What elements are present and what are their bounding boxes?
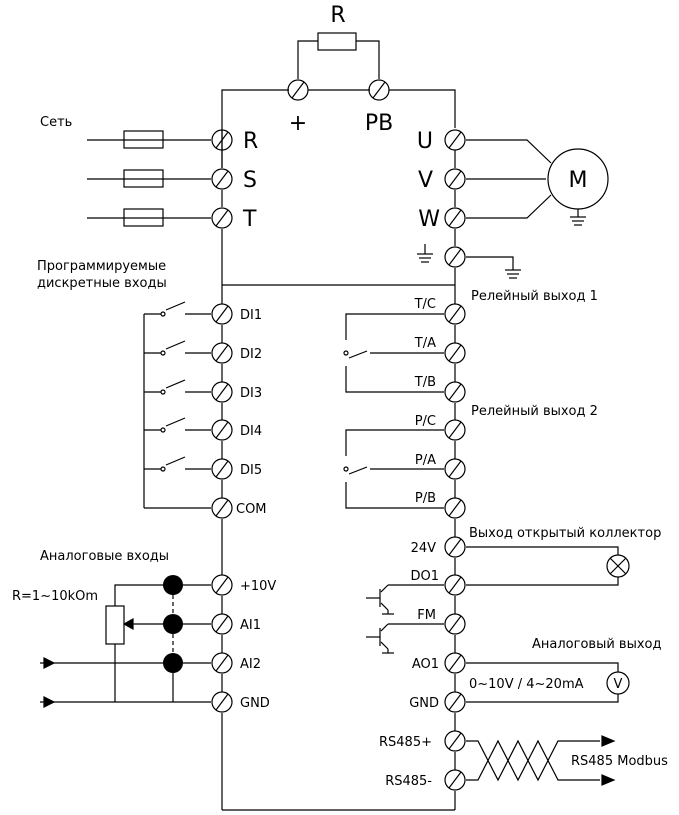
terminal-gnd-right (444, 691, 466, 713)
mains-line-t (87, 207, 233, 229)
twisted-pair (466, 735, 616, 786)
analog-input-ai2 (40, 657, 211, 669)
ao1-label: AO1 (412, 657, 439, 672)
relay2-label: Релейный выход 2 (471, 404, 598, 419)
com-label: COM (236, 502, 267, 517)
pc-label: P/C (415, 414, 436, 429)
transistor-fm (366, 623, 444, 654)
w-output-label: W (418, 207, 440, 232)
rs485-plus-label: RS485+ (379, 735, 432, 750)
u-output-label: U (417, 129, 433, 154)
pa-label: P/A (415, 453, 436, 468)
terminal-ai1 (211, 613, 233, 635)
brake-resistor: R (297, 3, 380, 79)
inverter-body (221, 89, 456, 811)
terminal-10v (211, 574, 233, 596)
prog-inputs-label-2: дискретные входы (37, 276, 167, 291)
transistor-do1 (366, 584, 444, 615)
terminal-di5 (211, 458, 233, 480)
terminal-tb (444, 381, 466, 403)
terminal-w (444, 207, 466, 229)
ai1-label: AI1 (240, 618, 261, 633)
pe-wiring (466, 256, 521, 279)
relay1-wiring (343, 313, 444, 393)
analog-input-gnd (40, 696, 211, 708)
voltmeter-label: V (614, 677, 623, 692)
10v-label: +10V (240, 579, 276, 594)
modbus-label: RS485 Modbus (571, 754, 668, 769)
tb-label: T/B (414, 375, 436, 390)
voltmeter-wiring (466, 662, 630, 703)
di1-label: DI1 (240, 308, 262, 323)
terminal-fm (444, 613, 466, 635)
terminal-pc (444, 419, 466, 441)
do1-label: DO1 (410, 569, 439, 584)
t-input-label: T (242, 207, 257, 232)
terminal-do1 (444, 574, 466, 596)
di2-label: DI2 (240, 347, 262, 362)
terminal-tc (444, 303, 466, 325)
prog-inputs-label-1: Программируемые (37, 259, 166, 274)
gnd-right-label: GND (409, 696, 439, 711)
analog-output-label: Аналоговый выход (532, 637, 661, 652)
terminal-ai2 (211, 652, 233, 674)
s-input-label: S (243, 168, 257, 193)
r-input-label: R (243, 129, 258, 154)
digital-inputs-wiring (143, 301, 211, 509)
relay1-label: Релейный выход 1 (471, 289, 598, 304)
terminal-pe (444, 246, 466, 268)
v-output-label: V (418, 168, 433, 193)
ai2-label: AI2 (240, 657, 261, 672)
terminal-com (211, 497, 233, 519)
terminal-gnd-left (211, 691, 233, 713)
24v-label: 24V (411, 541, 437, 556)
mains-line-s (87, 168, 233, 190)
ao-range-label: 0~10V / 4~20mA (469, 677, 584, 692)
open-collector-label: Выход открытый коллектор (469, 526, 661, 541)
terminal-pb-relay (444, 497, 466, 519)
terminal-ta (444, 342, 466, 364)
potentiometer-label: R=1~10kOm (12, 589, 98, 604)
shield-cable (163, 575, 183, 702)
di5-label: DI5 (240, 463, 262, 478)
terminal-pa (444, 458, 466, 480)
terminal-di2 (211, 342, 233, 364)
terminal-di1 (211, 303, 233, 325)
motor-wiring (466, 139, 609, 226)
terminal-rs485-plus (444, 730, 466, 752)
terminal-di3 (211, 381, 233, 403)
network-label: Сеть (40, 115, 72, 130)
analog-inputs-label: Аналоговые входы (40, 549, 169, 564)
motor-label: M (569, 168, 588, 193)
gnd-left-label: GND (240, 696, 270, 711)
rs485-minus-label: RS485- (385, 774, 432, 789)
tc-label: T/C (414, 297, 436, 312)
di4-label: DI4 (240, 424, 262, 439)
ta-label: T/A (414, 336, 436, 351)
terminal-v (444, 168, 466, 190)
terminal-plus (287, 79, 309, 101)
ground-icon (417, 244, 433, 263)
plus-label: + (289, 111, 307, 136)
pb-relay-label: P/B (415, 491, 436, 506)
terminal-ao1 (444, 652, 466, 674)
relay2-wiring (343, 429, 444, 509)
voltmeter-icon (606, 671, 630, 695)
pb-label: PB (365, 111, 393, 136)
terminal-24v (444, 536, 466, 558)
fm-label: FM (417, 608, 436, 623)
potentiometer (105, 584, 211, 702)
di3-label: DI3 (240, 386, 262, 401)
terminal-u (444, 129, 466, 151)
lamp-load (466, 546, 630, 586)
terminal-rs485-minus (444, 769, 466, 791)
terminal-pb (368, 79, 390, 101)
mains-line-r (87, 129, 233, 151)
brake-resistor-label: R (330, 3, 345, 28)
terminal-di4 (211, 419, 233, 441)
